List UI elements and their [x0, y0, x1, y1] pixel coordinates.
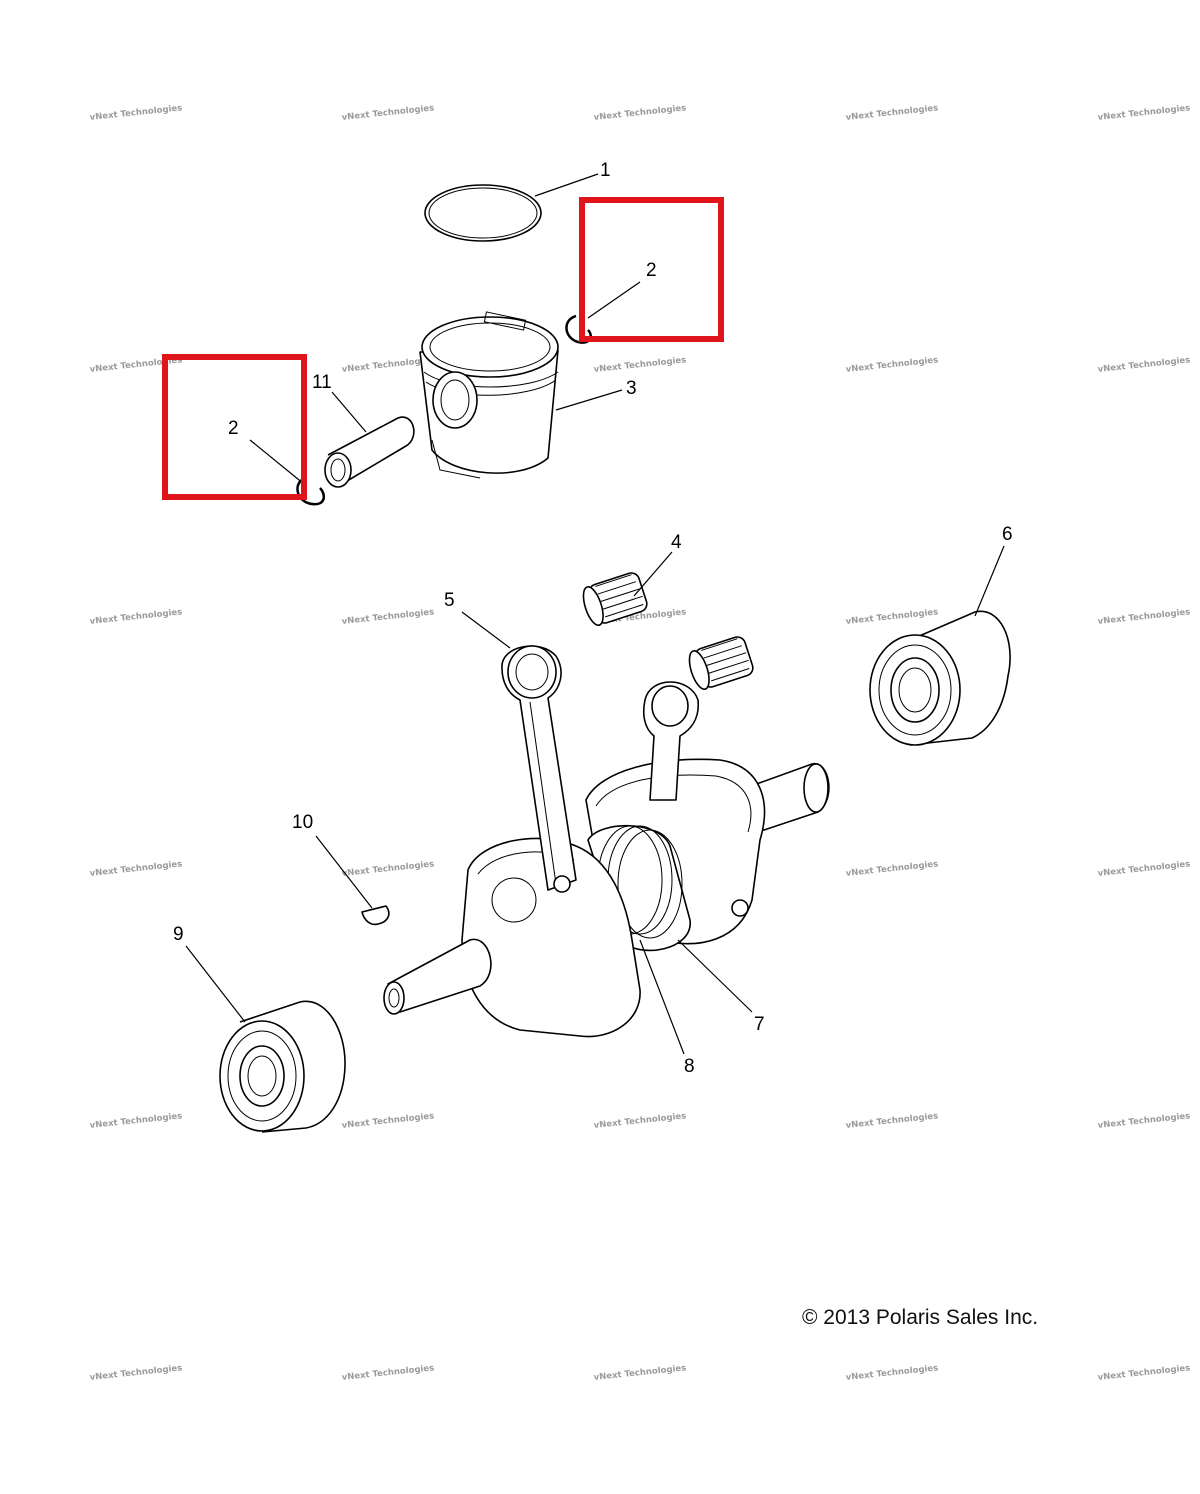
watermark: vNext Technologies	[89, 607, 182, 627]
watermark: vNext Technologies	[845, 1363, 938, 1383]
circlip-icon	[565, 314, 592, 344]
watermark: vNext Technologies	[89, 1363, 182, 1383]
piston-pin-icon	[324, 416, 415, 488]
watermark: vNext Technologies	[341, 103, 434, 123]
watermark: vNext Technologies	[845, 607, 938, 627]
callout-10: 10	[292, 812, 313, 833]
watermark: vNext Technologies	[341, 859, 434, 879]
watermark: vNext Technologies	[1097, 1111, 1190, 1131]
watermark: vNext Technologies	[845, 103, 938, 123]
highlight-box-lower	[162, 354, 307, 500]
leader-lines	[185, 173, 1005, 1055]
watermark: vNext Technologies	[593, 355, 686, 375]
watermark: vNext Technologies	[89, 1111, 182, 1131]
roller-bearing-icon	[219, 1000, 346, 1133]
circlip-icon	[296, 476, 326, 506]
callout-2-lower: 2	[228, 418, 239, 439]
callout-5: 5	[444, 590, 455, 611]
watermark: vNext Technologies	[845, 355, 938, 375]
callout-labels: 1 2 3 4 5 6 7 8 9 10 11 2	[173, 160, 1013, 1077]
watermark: vNext Technologies	[593, 1111, 686, 1131]
watermark: vNext Technologies	[1097, 103, 1190, 123]
highlight-box-upper	[579, 197, 724, 342]
callout-4: 4	[671, 532, 682, 553]
watermark: vNext Technologies	[341, 607, 434, 627]
watermark: vNext Technologies	[845, 1111, 938, 1131]
watermark: vNext Technologies	[1097, 355, 1190, 375]
callout-11: 11	[312, 372, 332, 393]
callout-8: 8	[684, 1056, 695, 1077]
watermark: vNext Technologies	[593, 1363, 686, 1383]
watermark: vNext Technologies	[1097, 607, 1190, 627]
callout-9: 9	[173, 924, 184, 945]
needle-bearing-icon	[582, 572, 754, 691]
callout-3: 3	[626, 378, 637, 399]
callout-2-upper: 2	[646, 260, 657, 281]
watermark: vNext Technologies	[89, 859, 182, 879]
watermark: vNext Technologies	[593, 103, 686, 123]
callout-1: 1	[600, 160, 611, 181]
callout-6: 6	[1002, 524, 1013, 545]
watermark: vNext Technologies	[845, 859, 938, 879]
watermark-grid: vNext Technologies vNext Technologies vNex…	[89, 103, 1190, 1383]
crankshaft-icon	[383, 645, 830, 1038]
watermark: vNext Technologies	[89, 103, 182, 123]
watermark: vNext Technologies	[1097, 859, 1190, 879]
watermark: vNext Technologies	[341, 1363, 434, 1383]
watermark: vNext Technologies	[341, 1111, 434, 1131]
callout-7: 7	[754, 1014, 765, 1035]
woodruff-key-icon	[361, 905, 390, 926]
watermark: vNext Technologies	[1097, 1363, 1190, 1383]
copyright-text: © 2013 Polaris Sales Inc.	[802, 1306, 1039, 1329]
piston-icon	[419, 311, 559, 479]
piston-ring-icon	[424, 184, 542, 242]
roller-bearing-icon	[869, 610, 1011, 746]
